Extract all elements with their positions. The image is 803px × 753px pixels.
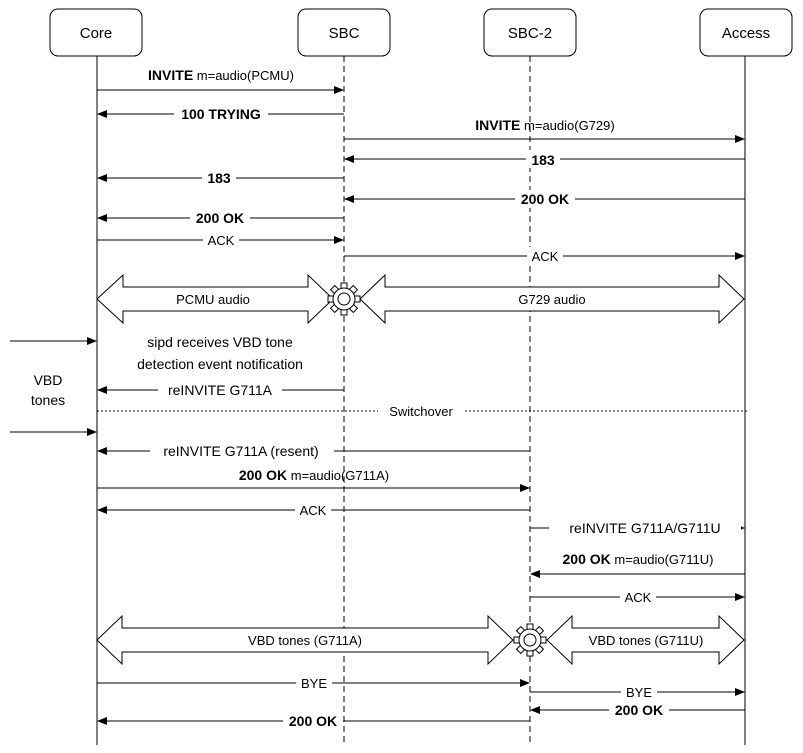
message-label: m=audio(G729) <box>520 118 614 133</box>
message-200-ok-g711u: 200 OK m=audio(G711U) <box>530 551 745 578</box>
message-label-bold: 200 OK <box>289 713 337 729</box>
switchover-line: Switchover <box>97 403 748 420</box>
participant-sbc2: SBC-2 <box>483 8 577 57</box>
participant-sbc: SBC <box>297 8 391 57</box>
message-200-ok-access-bye: 200 OK <box>530 701 745 719</box>
svg-text:INVITE m=audio(PCMU): INVITE m=audio(PCMU) <box>148 67 294 83</box>
media-stream-vbd-g711a-label: VBD tones (G711A) <box>248 633 362 648</box>
message-reinvite-g711a: reINVITE G711A <box>97 381 344 399</box>
message-reinvite-g711a-resent: reINVITE G711A (resent) <box>97 442 530 460</box>
message-label: reINVITE G711A <box>168 382 273 398</box>
participant-access: Access <box>699 8 793 57</box>
media-stream-vbd-g711a: VBD tones (G711A) <box>96 614 514 666</box>
message-183-access: 183 <box>344 150 745 168</box>
message-ack-core: ACK <box>97 231 344 249</box>
media-stream-g729-label: G729 audio <box>518 292 585 307</box>
message-bye-sbc2: BYE <box>530 683 745 701</box>
message-label-bold: 183 <box>531 152 555 168</box>
message-100-trying: 100 TRYING <box>97 104 344 122</box>
message-label: reINVITE G711A (resent) <box>163 443 318 459</box>
message-label-bold: INVITE <box>148 67 193 83</box>
message-reinvite-g711a-g711u: reINVITE G711A/G711U <box>530 519 745 537</box>
participant-sbc-label: SBC <box>329 25 360 42</box>
message-label-bold: 200 OK <box>563 551 611 567</box>
message-label-bold: INVITE <box>475 117 520 133</box>
message-invite-pcmu: INVITE m=audio(PCMU) <box>97 67 344 94</box>
svg-text:200 OK m=audio(G711U): 200 OK m=audio(G711U) <box>563 551 714 567</box>
media-stream-vbd-g711u: VBD tones (G711U) <box>546 614 745 666</box>
sipd-note-line1: sipd receives VBD tone <box>147 334 293 350</box>
message-label: ACK <box>300 503 327 518</box>
message-183-sbc: 183 <box>97 169 344 187</box>
message-200-ok-g711a: 200 OK m=audio(G711A) <box>97 467 530 492</box>
message-label: ACK <box>625 590 652 605</box>
message-invite-g729: INVITE m=audio(G729) <box>344 117 745 143</box>
participant-sbc2-label: SBC-2 <box>508 25 552 42</box>
media-stream-vbd-g711u-label: VBD tones (G711U) <box>589 633 704 648</box>
message-ack-access: ACK <box>530 588 745 606</box>
message-200-ok-sbc: 200 OK <box>97 209 344 227</box>
message-label-bold: 200 OK <box>196 210 244 226</box>
participant-core: Core <box>49 8 143 57</box>
sipd-note: sipd receives VBD tone detection event n… <box>137 334 303 372</box>
media-stream-pcmu: PCMU audio <box>96 273 334 325</box>
message-label: m=audio(G711U) <box>611 552 714 567</box>
message-label: reINVITE G711A/G711U <box>569 520 720 536</box>
message-label: BYE <box>301 676 327 691</box>
sipd-note-line2: detection event notification <box>137 356 303 372</box>
message-label: ACK <box>208 233 235 248</box>
media-stream-pcmu-label: PCMU audio <box>176 292 250 307</box>
message-bye-core: BYE <box>97 674 530 692</box>
message-label-bold: 200 OK <box>521 191 569 207</box>
media-stream-g729: G729 audio <box>359 273 745 325</box>
switchover-label: Switchover <box>389 404 453 419</box>
message-label: m=audio(G711A) <box>287 468 389 483</box>
svg-text:200 OK m=audio(G711A): 200 OK m=audio(G711A) <box>239 467 389 483</box>
vbd-tones-line2: tones <box>31 392 65 408</box>
message-label-bold: 200 OK <box>239 467 287 483</box>
vbd-tones-line1: VBD <box>34 372 63 388</box>
message-ack-sbc: ACK <box>344 247 745 265</box>
message-label: ACK <box>532 249 559 264</box>
message-label: BYE <box>626 685 652 700</box>
gear-icon <box>327 282 361 316</box>
vbd-tones-note: VBD tones <box>10 337 97 436</box>
gear-icon <box>513 623 547 657</box>
message-label-bold: 100 TRYING <box>181 106 261 122</box>
message-200-ok-access: 200 OK <box>344 190 745 208</box>
message-ack-sbc2: ACK <box>97 501 530 519</box>
participant-core-label: Core <box>80 25 113 42</box>
message-label-bold: 200 OK <box>615 702 663 718</box>
message-200-ok-core-bye: 200 OK <box>97 712 530 730</box>
svg-text:INVITE m=audio(G729): INVITE m=audio(G729) <box>475 117 614 133</box>
message-label: m=audio(PCMU) <box>193 68 294 83</box>
message-label-bold: 183 <box>207 170 231 186</box>
participant-access-label: Access <box>722 25 770 42</box>
